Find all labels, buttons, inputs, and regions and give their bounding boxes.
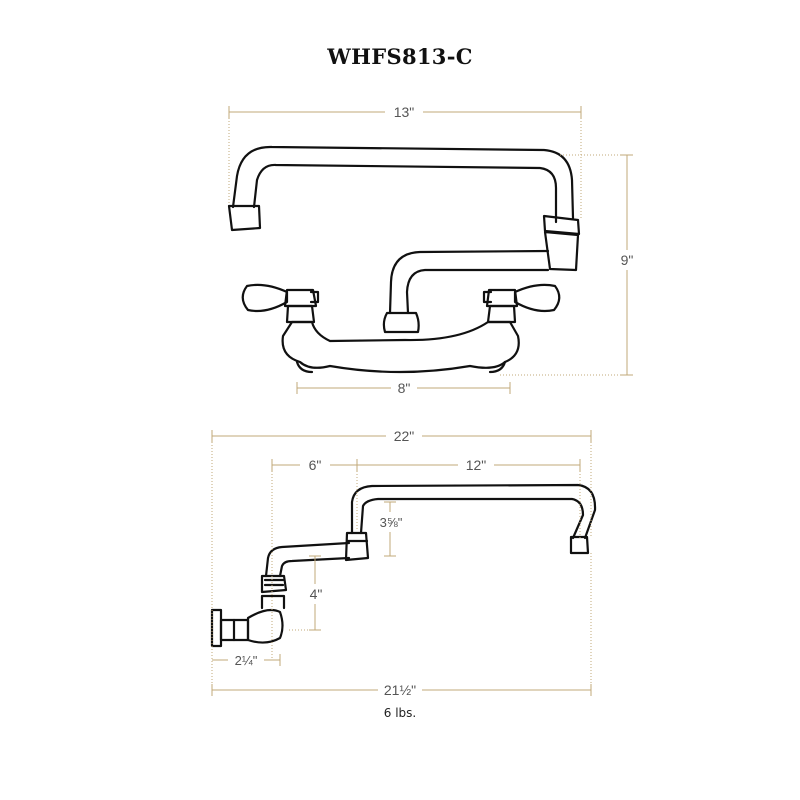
spout-tube-outer: [231, 145, 575, 220]
left-bonnet: [283, 288, 318, 308]
right-stem: [486, 304, 517, 324]
top-view: [210, 483, 597, 648]
wall-flange: [210, 608, 223, 648]
dim-overall-length: 22": [394, 428, 415, 444]
faucet-body: [281, 320, 520, 374]
right-handle-cap: [482, 290, 493, 304]
riser: [260, 594, 286, 610]
swing-arm-outer: [388, 249, 550, 315]
dim-front-height: 9": [621, 252, 634, 268]
model-title: WHFS813-C: [327, 44, 473, 69]
left-handle-lever: [241, 283, 289, 313]
swing-arm-inner: [405, 268, 550, 315]
spout-top-tip: [569, 535, 590, 555]
dim-spout-length: 12": [466, 457, 487, 473]
left-body-foot: [295, 360, 314, 374]
swivel-top: [344, 531, 370, 562]
swing-arm-top-inner: [278, 556, 351, 578]
dim-arm-inner: 6": [309, 457, 322, 473]
dim-elbow-offset: 4": [310, 586, 323, 602]
swivel-coupling: [542, 214, 581, 236]
dim-spout-rise: 3⅝": [380, 515, 403, 530]
weight-label: 6 lbs.: [383, 706, 417, 720]
left-handle-cap: [309, 290, 320, 304]
spout-tip: [227, 204, 262, 232]
body-top: [246, 608, 284, 644]
right-bonnet: [485, 288, 519, 308]
dim-wall-offset: 2¼": [235, 653, 258, 668]
right-body-foot: [488, 360, 507, 374]
left-stem: [285, 304, 316, 324]
spout-top-inner: [359, 497, 585, 540]
swivel-body: [543, 230, 580, 272]
spout-tube-inner: [252, 163, 558, 224]
dim-reach: 21½": [384, 682, 416, 698]
center-nut: [382, 311, 420, 334]
swing-arm-top-outer: [264, 541, 351, 578]
spout-top-outer: [350, 483, 597, 540]
right-handle-lever: [513, 283, 561, 313]
top-dimensions: [211, 430, 592, 696]
dim-center-spacing: 8": [398, 380, 411, 396]
dim-front-width: 13": [394, 104, 415, 120]
center-nut-top: [260, 574, 288, 594]
front-view: [227, 145, 581, 374]
